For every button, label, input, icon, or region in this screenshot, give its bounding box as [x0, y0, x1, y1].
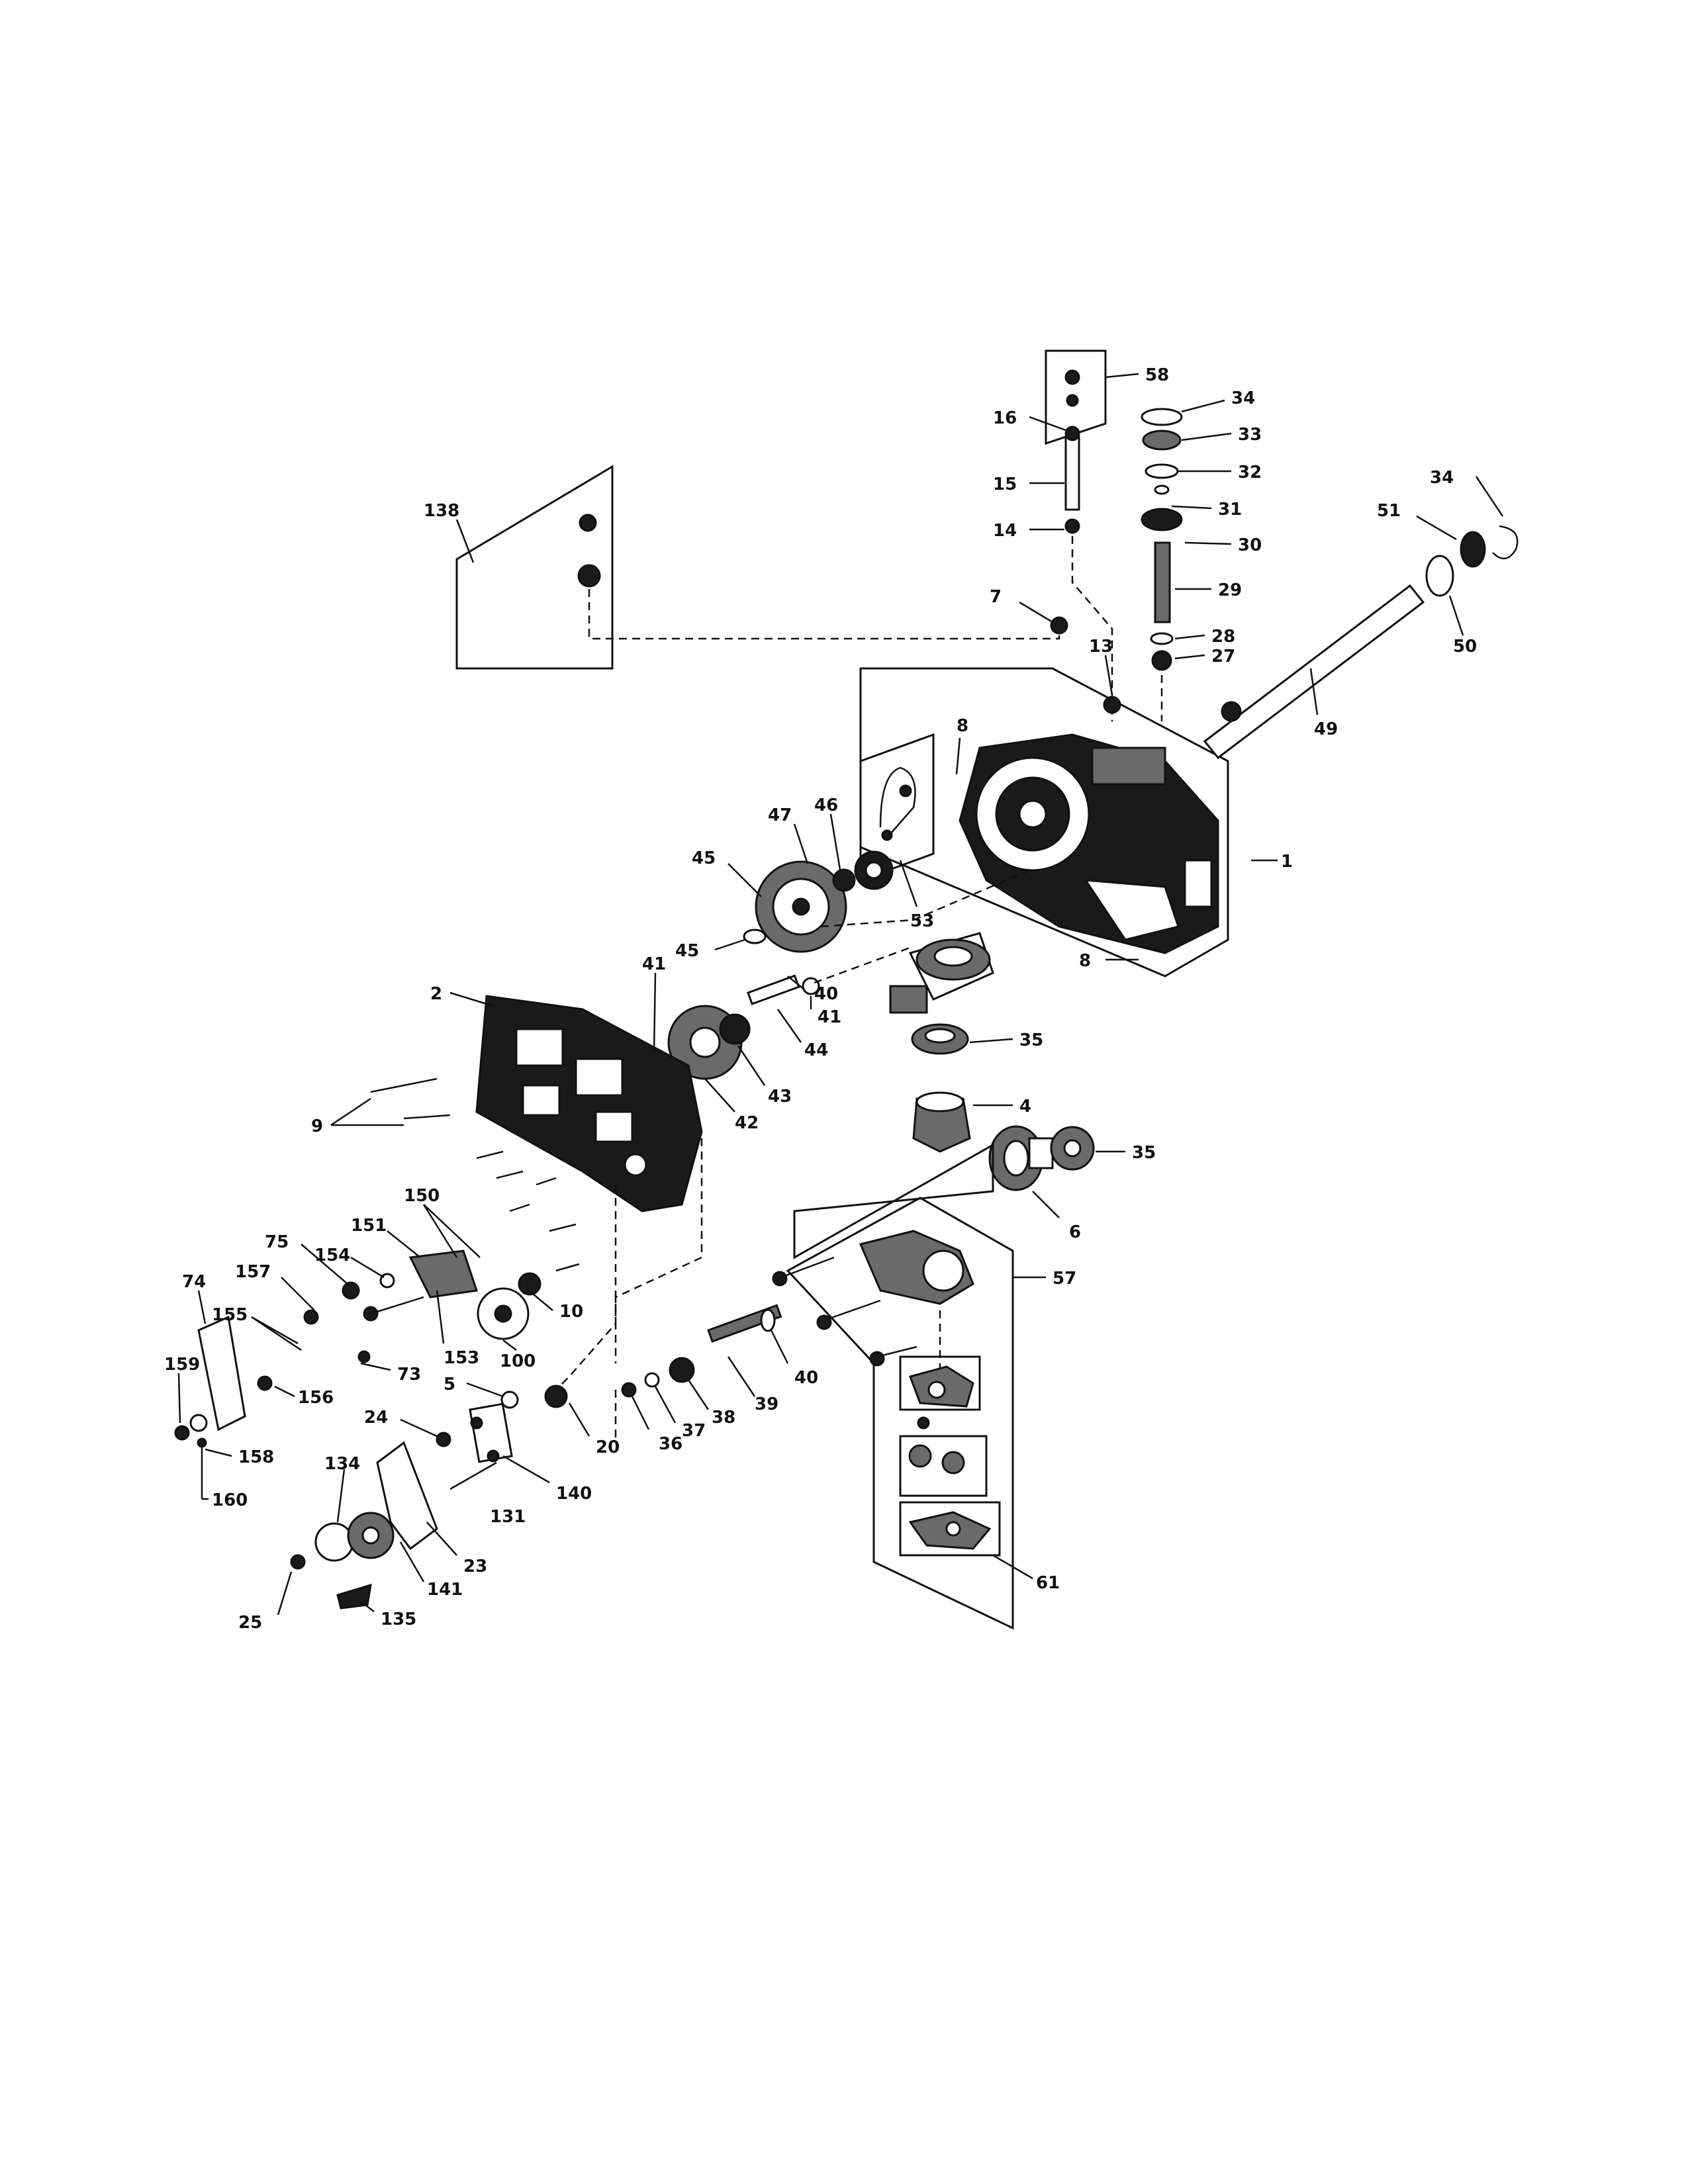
- callout-label: 40: [814, 984, 838, 1004]
- gear-group-upper: [743, 850, 1030, 953]
- callout-label: 25: [238, 1613, 262, 1633]
- breather-tube-inset: [455, 465, 1060, 670]
- lower-shaft-group: [500, 1138, 782, 1443]
- callout-label: 160: [212, 1490, 248, 1510]
- callout-label: 61: [1036, 1573, 1060, 1593]
- callout-label: 34: [1430, 468, 1454, 488]
- callout-label: 57: [1053, 1269, 1076, 1289]
- callout-label: 30: [1238, 535, 1262, 555]
- callout-label: 31: [1218, 500, 1242, 520]
- callout-label: 75: [265, 1232, 289, 1252]
- callout-label: 39: [755, 1394, 778, 1414]
- callout-label: 15: [993, 475, 1017, 494]
- callout-label: 49: [1314, 719, 1338, 739]
- callout-label: 159: [164, 1355, 200, 1375]
- callout-label: 2: [430, 984, 442, 1004]
- callout-label: 155: [212, 1305, 248, 1325]
- callout-label: 14: [993, 521, 1017, 541]
- callout-label: 47: [768, 805, 792, 825]
- callout-label: 20: [596, 1437, 620, 1457]
- callout-label: 138: [424, 501, 459, 521]
- callout-label: 32: [1238, 463, 1262, 482]
- callout-label: 9: [311, 1116, 323, 1136]
- side-cover: [475, 995, 703, 1212]
- callout-label: 10: [559, 1302, 583, 1322]
- callout-label: 4: [1019, 1097, 1031, 1116]
- callout-label: 35: [1019, 1030, 1043, 1050]
- callout-label: 5: [444, 1375, 455, 1394]
- callout-label: 51: [1377, 501, 1401, 521]
- callout-label: 158: [238, 1447, 274, 1467]
- callout-label: 36: [659, 1434, 682, 1454]
- screws-group: [370, 1077, 580, 1272]
- callout-label: 151: [351, 1216, 387, 1236]
- control-tower: [1045, 349, 1183, 721]
- callout-label: 153: [444, 1348, 479, 1368]
- callout-label: 134: [324, 1454, 360, 1474]
- main-housing: [859, 667, 1229, 978]
- callout-label: 100: [500, 1351, 536, 1371]
- callout-label: 154: [314, 1246, 350, 1265]
- callout-label: 135: [381, 1610, 416, 1629]
- callout-label: 28: [1211, 627, 1235, 647]
- callout-label: 156: [298, 1388, 334, 1408]
- pump-kit-frame: [772, 1143, 1014, 1630]
- callout-label: 74: [182, 1272, 206, 1292]
- gear-group-lower: [645, 945, 914, 1080]
- callout-label: 40: [794, 1368, 818, 1388]
- callout-label: 43: [768, 1087, 792, 1107]
- callout-label: 27: [1211, 647, 1235, 666]
- callout-label: 141: [427, 1580, 463, 1600]
- callout-label: 58: [1145, 365, 1169, 385]
- callout-label: 140: [556, 1484, 592, 1504]
- center-block: [889, 932, 1095, 1191]
- callout-label: 29: [1218, 580, 1242, 600]
- axle-shaft: [1050, 525, 1519, 760]
- callout-label: 35: [1132, 1143, 1156, 1163]
- callout-label: 44: [804, 1040, 828, 1060]
- gasket-inset: [859, 733, 935, 882]
- callout-labels: 1 2 4 5 6 7 8 8 9 10 13 14 15 16 20 23 2…: [164, 365, 1504, 1633]
- callout-label: 41: [642, 954, 666, 974]
- callout-label: 8: [957, 716, 968, 736]
- callout-label: 8: [1079, 951, 1091, 971]
- callout-label: 131: [490, 1507, 526, 1527]
- callout-label: 13: [1089, 637, 1113, 657]
- callout-label: 157: [235, 1262, 271, 1282]
- callout-label: 41: [818, 1007, 841, 1027]
- callout-label: 53: [910, 911, 934, 931]
- callout-label: 16: [993, 408, 1017, 428]
- callout-label: 7: [990, 587, 1002, 607]
- callout-label: 150: [404, 1186, 440, 1206]
- callout-label: 24: [364, 1408, 388, 1428]
- callout-label: 6: [1069, 1222, 1081, 1242]
- callout-label: 38: [712, 1408, 735, 1428]
- callout-label: 1: [1281, 852, 1293, 872]
- callout-label: 45: [675, 941, 699, 961]
- linkage-group: [174, 1250, 541, 1610]
- callout-label: 50: [1453, 637, 1477, 657]
- callout-label: 45: [692, 848, 716, 868]
- callout-label: 34: [1231, 388, 1255, 408]
- callout-label: 46: [814, 796, 838, 815]
- callout-label: 37: [682, 1421, 706, 1441]
- callout-label: 23: [463, 1557, 487, 1576]
- callout-label: 42: [735, 1113, 759, 1133]
- callout-label: 33: [1238, 425, 1262, 445]
- callout-label: 73: [397, 1365, 421, 1385]
